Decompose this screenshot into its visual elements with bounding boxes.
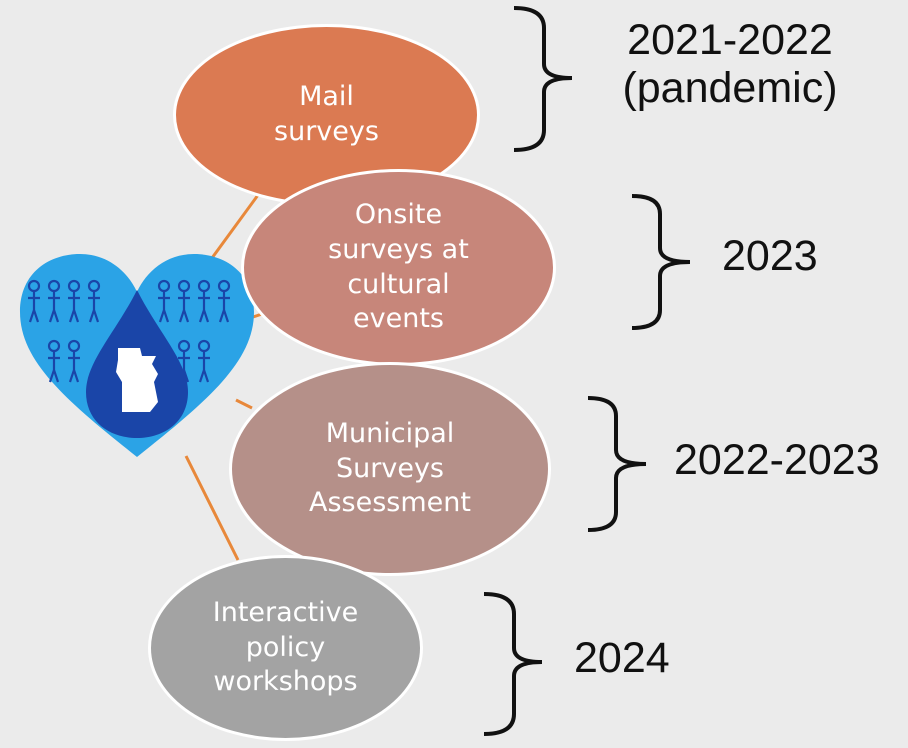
stage-onsite-surveys: Onsite surveys at cultural events — [241, 169, 556, 366]
year-onsite: 2023 — [722, 232, 818, 280]
connector-municipal — [235, 398, 253, 410]
brace-onsite — [631, 194, 691, 330]
brace-municipal — [587, 396, 647, 532]
connector-workshops — [184, 455, 240, 561]
brace-workshops — [483, 592, 543, 736]
stage-label: Mail surveys — [274, 81, 379, 147]
stage-policy-workshops: Interactive policy workshops — [148, 555, 423, 741]
year-workshops: 2024 — [574, 634, 670, 682]
year-mail: 2021-2022 (pandemic) — [622, 16, 838, 113]
stage-label: Municipal Surveys Assessment — [309, 418, 471, 519]
stage-label: Interactive policy workshops — [212, 597, 359, 698]
connector-mail — [210, 194, 260, 259]
stage-label: Onsite surveys at cultural events — [328, 199, 469, 335]
brace-mail — [513, 6, 573, 152]
heart-water-drop-minnesota-people-icon — [20, 254, 254, 457]
stage-municipal-surveys: Municipal Surveys Assessment — [229, 362, 551, 576]
year-municipal: 2022-2023 — [674, 436, 880, 484]
